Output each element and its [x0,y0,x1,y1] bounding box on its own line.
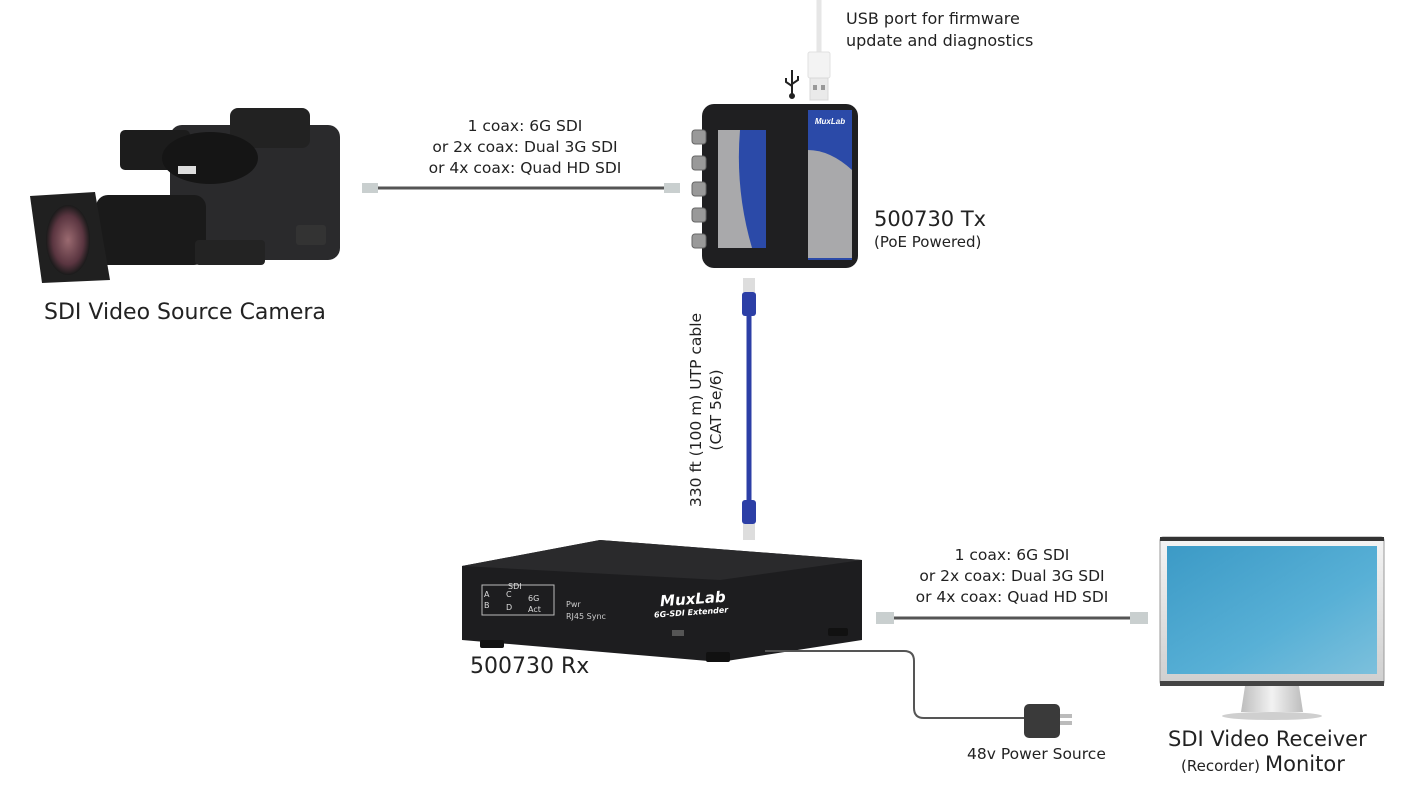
tx-device-image: MuxLab [691,104,858,268]
usb-port-label: USB port for firmware update and diagnos… [846,8,1033,52]
coax-bottom-line2: or 2x coax: Dual 3G SDI [919,567,1105,585]
rx-led-a: A [484,590,490,599]
usb-port-label-line1: USB port for firmware [846,9,1020,28]
coax-top-line2: or 2x coax: Dual 3G SDI [432,138,618,156]
coax-bottom-label: 1 coax: 6G SDI or 2x coax: Dual 3G SDI o… [892,545,1132,608]
coax-cable-bottom [876,612,1148,624]
tx-brand-logo: MuxLab [815,117,845,126]
rx-led-c: C [506,590,512,599]
tx-label-group: 500730 Tx (PoE Powered) [874,206,986,252]
rx-device-image [462,540,862,662]
power-cable [765,650,1072,738]
monitor-label-paren: (Recorder) [1181,757,1260,775]
usb-cable [807,0,831,101]
tx-sublabel: (PoE Powered) [874,233,982,251]
coax-bottom-line3: or 4x coax: Quad HD SDI [915,588,1109,606]
rx-led-rj45-sync: RJ45 Sync [566,612,606,621]
camera-image [30,108,340,283]
monitor-image [1159,536,1385,720]
monitor-label-line2: (Recorder) Monitor [1181,752,1345,779]
usb-icon [785,70,799,99]
coax-top-line1: 1 coax: 6G SDI [467,117,583,135]
rx-led-d: D [506,603,513,612]
utp-cable [742,278,756,540]
rx-led-b: B [484,601,490,610]
usb-port-label-line2: update and diagnostics [846,31,1034,50]
utp-line2: (CAT 5e/6) [707,369,725,451]
coax-top-line3: or 4x coax: Quad HD SDI [428,159,622,177]
monitor-label-word: Monitor [1265,752,1345,776]
tx-label: 500730 Tx [874,207,987,231]
rx-led-act: Act [528,605,541,614]
power-source-label: 48v Power Source [967,745,1106,763]
rx-label: 500730 Rx [470,654,590,679]
utp-line1: 330 ft (100 m) UTP cable [687,312,705,508]
coax-top-label: 1 coax: 6G SDI or 2x coax: Dual 3G SDI o… [400,116,650,179]
coax-bottom-line1: 1 coax: 6G SDI [954,546,1070,564]
coax-cable-top [362,183,680,193]
utp-cable-label: 330 ft (100 m) UTP cable (CAT 5e/6) [686,313,726,507]
rx-led-6g: 6G [528,594,540,603]
monitor-label-line1: SDI Video Receiver [1168,727,1367,751]
rx-sdi-group-label: SDI [508,582,522,591]
rx-led-pwr: Pwr [566,600,581,609]
camera-label: SDI Video Source Camera [44,300,326,325]
